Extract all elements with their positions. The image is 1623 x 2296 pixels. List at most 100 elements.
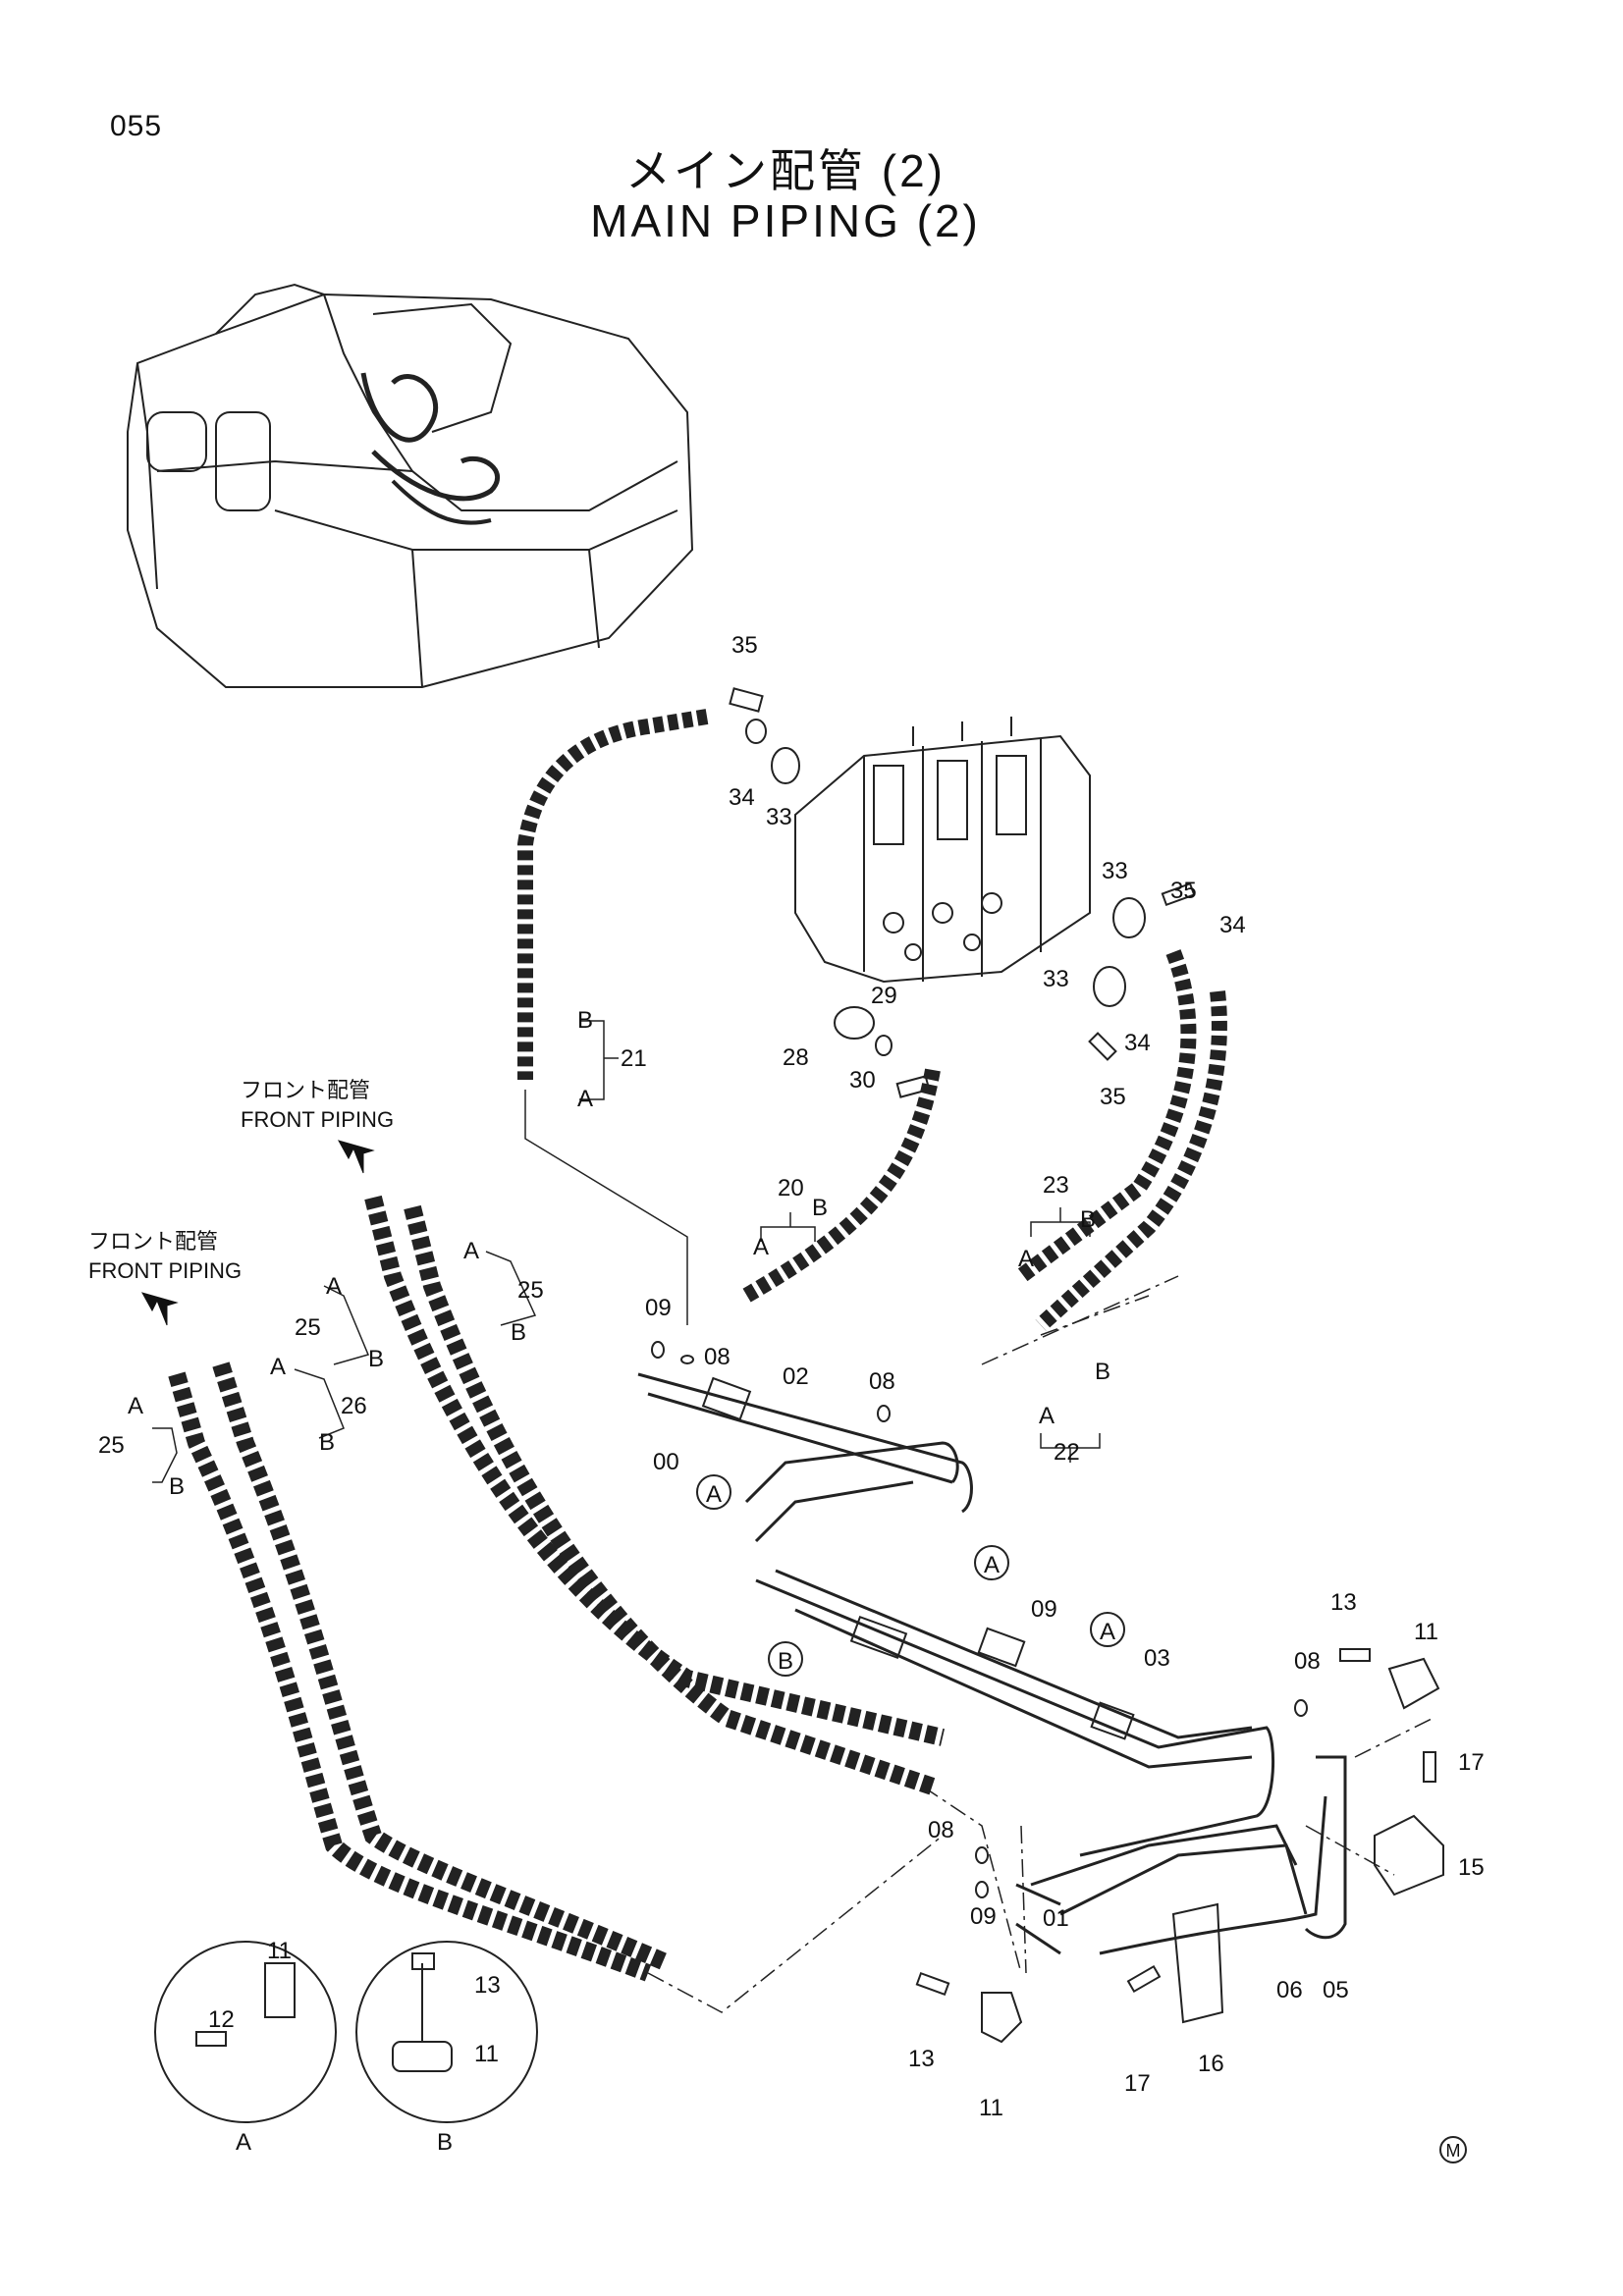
svg-text:B: B (1095, 1359, 1110, 1385)
callout-21: 21 (621, 1045, 647, 1072)
callout-25: 25 (295, 1314, 321, 1341)
callout-17: 17 (1124, 2070, 1151, 2097)
manufacturer-mark-label: M (1446, 2141, 1461, 2161)
reference-lines (524, 1090, 1434, 2013)
svg-text:B: B (319, 1429, 335, 1456)
callout-08: 08 (704, 1344, 730, 1370)
svg-text:A: A (463, 1238, 479, 1264)
detail-view-label-a: A (236, 2129, 251, 2156)
svg-text:A: A (1039, 1403, 1055, 1429)
callout-09: 09 (645, 1295, 672, 1321)
marker-a-1-label: A (706, 1481, 722, 1508)
callout-35: 35 (1100, 1084, 1126, 1110)
hoses (168, 709, 1227, 1982)
callout-33: 33 (1043, 966, 1069, 992)
excavator-overview-drawing (127, 283, 694, 688)
svg-text:A: A (270, 1354, 286, 1380)
callout-20: 20 (778, 1175, 804, 1201)
svg-text:B: B (812, 1195, 828, 1221)
manufacturer-mark (1439, 2136, 1467, 2163)
callout-09: 09 (970, 1903, 997, 1930)
callout-26: 26 (341, 1393, 367, 1419)
front-piping-label-jp-lower: フロント配管 (88, 1229, 218, 1254)
front-piping-label-en-lower: FRONT PIPING (88, 1258, 242, 1283)
callout-05: 05 (1323, 1977, 1349, 2003)
page-number: 055 (110, 110, 163, 142)
detail-views (154, 1941, 538, 2123)
callout-29: 29 (871, 983, 897, 1009)
front-piping-label-jp-upper: フロント配管 (241, 1078, 370, 1102)
callout-13: 13 (908, 2046, 935, 2072)
svg-text:B: B (511, 1319, 526, 1346)
svg-text:A: A (1018, 1246, 1034, 1272)
front-piping-arrows (140, 1140, 375, 1326)
reference-markers: A A A B M (696, 1474, 1467, 2163)
marker-a-1 (696, 1474, 731, 1510)
callout-02: 02 (783, 1363, 809, 1390)
callout-00: 00 (653, 1449, 679, 1475)
callout-33: 33 (766, 804, 792, 830)
callout-34: 34 (1219, 912, 1246, 938)
svg-text:A: A (326, 1273, 342, 1300)
page-title-japanese: メイン配管 (2) (625, 145, 946, 196)
callout-30: 30 (849, 1067, 876, 1094)
hose-25-upper-b (404, 1204, 936, 1795)
callout-35: 35 (731, 632, 758, 659)
hose-26 (212, 1362, 672, 1972)
svg-text:A: A (753, 1234, 769, 1260)
callout-08: 08 (1294, 1648, 1321, 1675)
ab-bracket-lines (152, 1020, 1101, 1483)
hose-20 (741, 1068, 941, 1303)
hose-22 (1035, 990, 1227, 1331)
callout-01: 01 (1043, 1905, 1069, 1932)
callout-11: 11 (979, 2095, 1003, 2121)
callout-34: 34 (1124, 1030, 1151, 1056)
clamps-and-brackets (701, 1376, 1444, 2044)
callout-06: 06 (1276, 1977, 1303, 2003)
fittings (651, 687, 1436, 1997)
detail-callout-12: 12 (208, 2006, 235, 2033)
detail-callout-11: 11 (474, 2041, 499, 2067)
hose-25-upper-a (364, 1195, 946, 1746)
callout-22: 22 (1054, 1439, 1080, 1466)
front-piping-label-en-upper: FRONT PIPING (241, 1107, 394, 1132)
svg-text:B: B (169, 1473, 185, 1500)
rigid-pipes (637, 1372, 1347, 1955)
svg-text:A: A (577, 1086, 593, 1112)
callout-15: 15 (1458, 1854, 1485, 1881)
svg-text:B: B (368, 1346, 384, 1372)
callout-17: 17 (1458, 1749, 1485, 1776)
detail-callout-11: 11 (267, 1938, 292, 1964)
marker-a-3-label: A (1100, 1619, 1115, 1645)
hose-end-labels: B A A B A B A B A B A B A B A B A B (128, 1007, 1110, 2156)
callout-25: 25 (98, 1432, 125, 1459)
callout-08: 08 (928, 1817, 954, 1843)
detail-view-label-b: B (437, 2129, 453, 2156)
marker-b (768, 1641, 803, 1677)
callout-09: 09 (1031, 1596, 1057, 1623)
page-title-english: MAIN PIPING (2) (590, 195, 981, 246)
callout-25: 25 (517, 1277, 544, 1304)
hose-21 (517, 709, 709, 1080)
callout-13: 13 (1330, 1589, 1357, 1616)
marker-a-3 (1090, 1612, 1125, 1647)
callout-03: 03 (1144, 1645, 1170, 1672)
svg-text:A: A (128, 1393, 143, 1419)
marker-a-2 (974, 1545, 1009, 1580)
svg-text:B: B (577, 1007, 593, 1034)
callout-34: 34 (729, 784, 755, 811)
callout-28: 28 (783, 1044, 809, 1071)
control-valve-drawing (794, 717, 1091, 984)
callout-16: 16 (1198, 2051, 1224, 2077)
marker-b-label: B (778, 1648, 793, 1675)
marker-a-2-label: A (984, 1552, 1000, 1578)
callout-35: 35 (1170, 878, 1197, 904)
front-piping-labels: フロント配管 FRONT PIPING フロント配管 FRONT PIPING (88, 1078, 394, 1283)
svg-text:B: B (1080, 1206, 1096, 1233)
callout-33: 33 (1102, 858, 1128, 884)
callout-08: 08 (869, 1368, 895, 1395)
hose-25-lower (168, 1371, 652, 1982)
hose-23 (1016, 949, 1197, 1283)
callout-23: 23 (1043, 1172, 1069, 1199)
